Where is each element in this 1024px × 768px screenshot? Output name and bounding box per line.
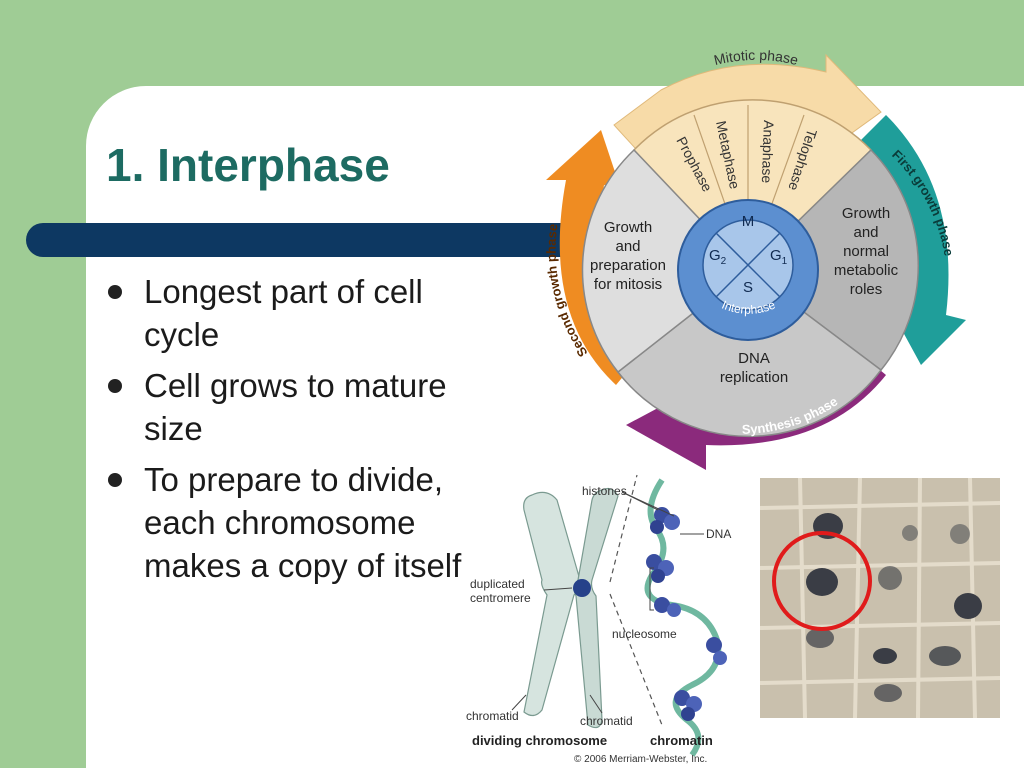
svg-text:Growth: Growth	[842, 205, 890, 222]
zoom-guide-line	[609, 474, 638, 583]
svg-text:preparation: preparation	[590, 257, 666, 274]
pointer-line	[589, 694, 603, 714]
svg-text:metabolic: metabolic	[834, 262, 899, 279]
g2-sector	[581, 148, 750, 374]
mitosis-sector	[632, 99, 873, 272]
s-label: S	[743, 279, 753, 296]
bullet-item: Cell grows to mature size	[104, 364, 504, 450]
svg-text:DNA: DNA	[738, 350, 770, 367]
dividing-chromosome-caption: dividing chromosome	[472, 733, 607, 748]
svg-text:normal: normal	[843, 243, 889, 260]
histones-label: histones	[582, 484, 627, 498]
nucleosome-cluster	[646, 507, 727, 721]
pointer-line	[511, 694, 527, 711]
nucleosome-label: nucleosome	[612, 627, 677, 641]
svg-text:Growth: Growth	[604, 219, 652, 236]
cell-micrograph-image	[760, 478, 1000, 718]
bullet-item: Longest part of cell cycle	[104, 270, 504, 356]
chromosome-diagram: histones DNA duplicated centromere nucle…	[466, 474, 731, 765]
pointer-bracket	[649, 567, 654, 611]
g2-description: Growth and preparation for mitosis	[590, 219, 666, 293]
duplicated-centromere-label: duplicated	[470, 577, 525, 591]
cell-cycle-diagram: Mitotic phase First growth phase Synthes…	[544, 47, 966, 470]
g2-label: G2	[709, 247, 727, 267]
g1-description: Growth and normal metabolic roles	[834, 205, 899, 298]
interphase-ring-label: Interphase	[720, 297, 778, 316]
center-divider	[715, 232, 781, 298]
bullet-dot-icon	[108, 285, 122, 299]
bullet-text: To prepare to divide, each chromosome ma…	[144, 461, 462, 584]
bullet-item: To prepare to divide, each chromosome ma…	[104, 458, 504, 587]
s-sector	[616, 269, 883, 438]
highlight-circle	[772, 531, 872, 631]
g1-sector	[746, 148, 919, 372]
zoom-guide-line	[609, 593, 663, 726]
chromatid-label-left: chromatid	[466, 709, 519, 723]
bullet-list: Longest part of cell cycle Cell grows to…	[104, 270, 504, 595]
chromatin-caption: chromatin	[650, 733, 713, 748]
bullet-text: Cell grows to mature size	[144, 367, 447, 447]
anaphase-label: Anaphase	[759, 120, 777, 184]
title-divider-bar	[26, 223, 586, 257]
s-description: DNA replication	[720, 350, 788, 386]
svg-text:and: and	[853, 224, 878, 241]
bullet-dot-icon	[108, 473, 122, 487]
duplicated-centromere-label: centromere	[470, 591, 531, 605]
chromatid-label-right: chromatid	[580, 714, 633, 728]
chromatid-shape	[573, 487, 619, 729]
chromatid-shape	[523, 491, 581, 717]
svg-text:replication: replication	[720, 369, 788, 386]
copyright-text: © 2006 Merriam-Webster, Inc.	[574, 754, 707, 765]
pointer-line	[543, 587, 573, 591]
dna-label: DNA	[706, 527, 731, 541]
svg-text:for mitosis: for mitosis	[594, 276, 662, 293]
centromere-icon	[573, 579, 591, 597]
g1-label: G1	[770, 247, 788, 267]
slide-title: 1. Interphase	[106, 139, 390, 191]
pointer-line	[621, 491, 675, 517]
bullet-text: Longest part of cell cycle	[144, 273, 423, 353]
m-label: M	[742, 213, 755, 230]
svg-text:roles: roles	[850, 281, 883, 298]
bullet-dot-icon	[108, 379, 122, 393]
mitotic-phase-label: Mitotic phase	[712, 47, 800, 68]
svg-text:and: and	[615, 238, 640, 255]
